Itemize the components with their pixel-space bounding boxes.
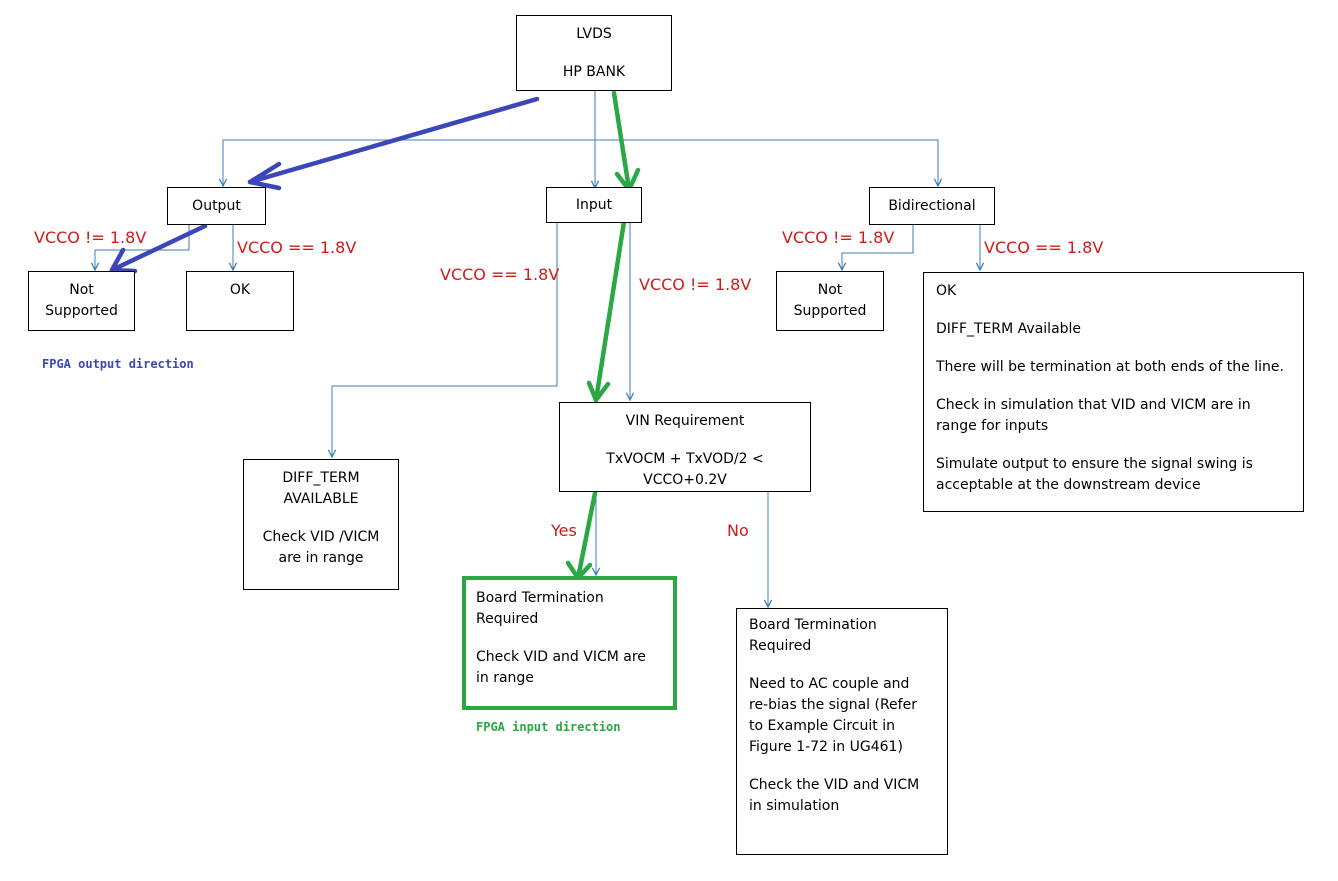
label-input-vcco-ne: VCCO != 1.8V [639,275,752,294]
node-output-ok-text: OK [229,282,251,298]
connector-root-output [223,139,595,186]
bidir-check-sim-line: Check in simulation that VID and VICM ar… [936,397,1251,434]
node-bidir-ok: OK DIFF_TERM Available There will be ter… [923,272,1304,512]
output-path-arrow-2 [109,223,208,273]
bidir-termination-line: There will be termination at both ends o… [936,359,1284,375]
diff-term-check-text: Check VID /VICM are in range [262,529,380,566]
node-board-termination-yes: Board Termination Required Check VID and… [462,576,677,710]
board-term-no-ac-couple: Need to AC couple and re-bias the signal… [749,676,917,755]
connector-input-diffterm [332,222,558,457]
note-fpga-output-direction: FPGA output direction [42,357,194,371]
note-fpga-input-direction: FPGA input direction [476,720,621,734]
connector-root-bus [594,91,938,186]
node-lvds-hp-bank: LVDS HP BANK [516,15,672,91]
node-output: Output [167,187,266,225]
node-bidir-not-supported: Not Supported [776,271,884,331]
node-output-label: Output [192,198,241,214]
input-path-arrow-3 [575,490,598,581]
node-hp-bank-title: HP BANK [562,64,626,80]
label-output-vcco-eq: VCCO == 1.8V [237,238,357,257]
label-yes: Yes [551,521,577,540]
label-bidir-vcco-ne: VCCO != 1.8V [782,228,895,247]
label-input-vcco-eq: VCCO == 1.8V [440,265,560,284]
connector-bidir-notsupported [842,224,914,270]
board-term-no-title: Board Termination Required [749,617,877,654]
label-bidir-vcco-eq: VCCO == 1.8V [984,238,1104,257]
node-vin-requirement: VIN Requirement TxVOCM + TxVOD/2 < VCCO+… [559,402,811,492]
output-path-arrowhead-2 [109,247,138,274]
connector-output-notsupported [95,224,190,270]
input-path-arrow-2 [593,187,632,403]
input-path-arrow-1 [611,90,632,192]
diff-term-available-text: DIFF_TERM AVAILABLE [282,470,360,507]
node-output-ok: OK [186,271,294,331]
bidir-ok-line: OK [936,283,957,299]
vin-requirement-formula: TxVOCM + TxVOD/2 < VCCO+0.2V [606,451,764,488]
input-path-arrowhead-2 [586,380,611,403]
board-term-no-check: Check the VID and VICM in simulation [749,777,920,814]
label-output-vcco-ne: VCCO != 1.8V [34,228,147,247]
node-lvds-title: LVDS [576,26,612,42]
label-no: No [727,521,749,540]
bidir-diff-term-line: DIFF_TERM Available [936,321,1082,337]
output-path-arrow-1 [247,96,540,185]
bidir-simulate-line: Simulate output to ensure the signal swi… [936,456,1253,493]
node-board-termination-no: Board Termination Required Need to AC co… [736,608,948,855]
vin-requirement-title: VIN Requirement [625,413,745,429]
node-output-not-supported: Not Supported [28,271,135,331]
node-bidir-not-supported-text: Not Supported [793,282,867,319]
node-input-label: Input [575,197,613,213]
node-diff-term-available: DIFF_TERM AVAILABLE Check VID /VICM are … [243,459,399,590]
board-term-yes-check: Check VID and VICM are in range [476,649,646,686]
node-bidirectional: Bidirectional [869,187,995,225]
board-term-yes-title: Board Termination Required [476,590,604,627]
node-bidirectional-label: Bidirectional [888,198,976,214]
node-input: Input [546,187,642,223]
output-path-arrowhead-1 [247,161,282,191]
node-output-not-supported-text: Not Supported [45,282,118,319]
